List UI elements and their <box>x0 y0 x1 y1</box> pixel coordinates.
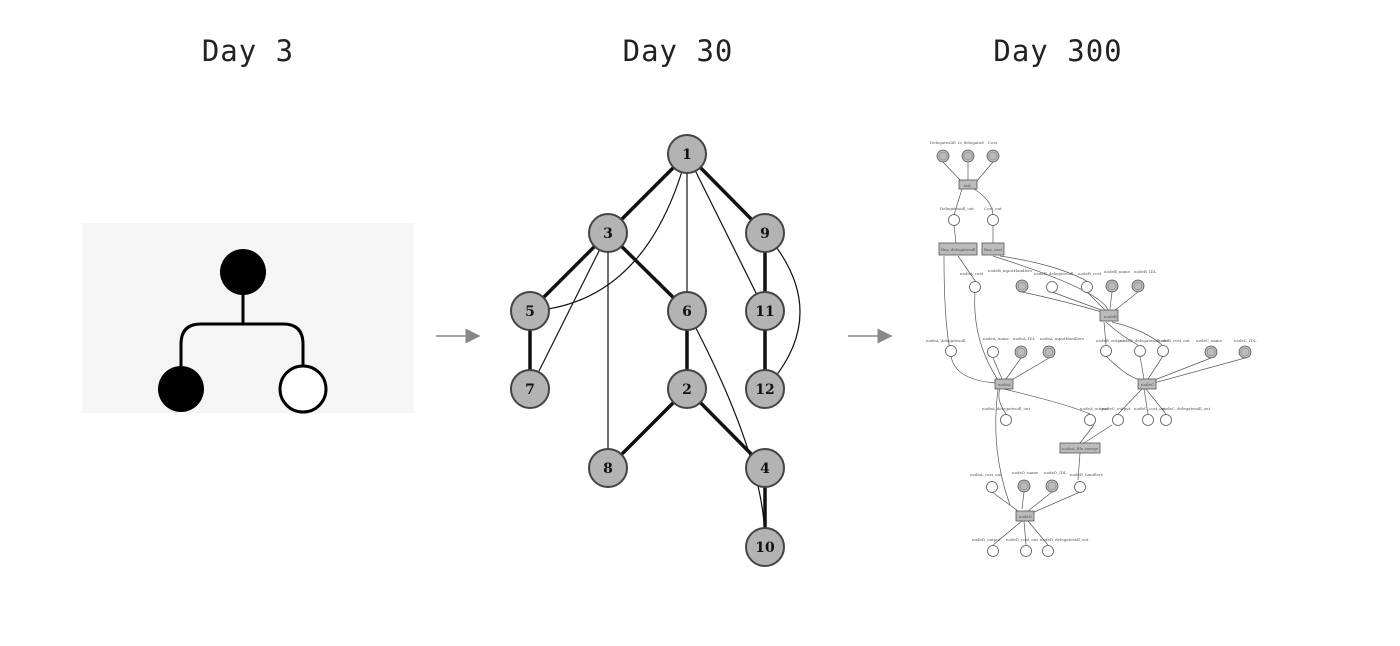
graph-node-label: 6 <box>682 304 692 320</box>
graph-node-8 <box>588 448 628 488</box>
net-label: nodeB_IDL <box>1134 269 1157 274</box>
graph-edge-9-12 <box>764 232 801 390</box>
day300-places <box>936 149 1252 557</box>
net-label: nodeD_handlers <box>1070 472 1103 477</box>
graph-node-label: 12 <box>755 382 774 398</box>
graph-node-label: 2 <box>682 382 692 398</box>
net-label: nodeC <box>1141 382 1154 387</box>
net-label: nodeC_output <box>1102 406 1131 411</box>
net-label: nodeA_cost <box>960 271 984 276</box>
net-label: Cost_out <box>984 206 1002 211</box>
graph-node-label: 4 <box>760 461 770 477</box>
net-label: nodeA_name <box>983 336 1010 341</box>
net-label: nodeD <box>1019 514 1032 519</box>
graph-node-7 <box>510 369 550 409</box>
net-label: nodeD_name <box>1012 470 1039 475</box>
day300-labels: DelegatesIdl Is_delegated Cost init Dele… <box>926 140 1257 542</box>
net-label: nodeC_IDL <box>1234 338 1257 343</box>
graph-node-10 <box>745 527 785 567</box>
net-label: nodeB_delegatesidl <box>1034 271 1074 276</box>
day3-edge-branch <box>179 322 305 366</box>
heading-day-3: Day 3 <box>201 34 295 68</box>
net-label: Buy_cost <box>984 247 1002 252</box>
day3-left-node <box>158 366 204 412</box>
heading-day-300: Day 300 <box>993 34 1123 68</box>
day3-root-node <box>220 249 266 295</box>
net-label: nodeB <box>1104 314 1117 319</box>
graph-edge-1-5 <box>529 153 688 312</box>
net-label: init <box>964 183 971 188</box>
graph-edge-1-11 <box>686 153 766 312</box>
net-label: nodeA_inputHandlers <box>1040 336 1084 341</box>
net-label: nodeD_delegatesidl_out <box>1040 537 1089 542</box>
graph-node-label: 10 <box>755 540 775 556</box>
net-label: nodeB_cost <box>1078 271 1102 276</box>
graph-node-11 <box>745 291 785 331</box>
graph-node-label: 7 <box>525 382 535 398</box>
net-label: nodeA_cost_out <box>970 472 1002 477</box>
graph-edge-3-7 <box>529 232 609 390</box>
heading-day-30: Day 30 <box>622 34 734 68</box>
net-label: nodeB_delegatesidl_out <box>1120 338 1169 343</box>
net-label: Delegatesidl_out <box>940 206 974 211</box>
net-label: nodeB_output <box>1096 338 1125 343</box>
graph-node-label: 11 <box>755 304 774 320</box>
graph-node-label: 9 <box>760 226 770 242</box>
graph-node-5 <box>510 291 550 331</box>
graph-node-6 <box>667 291 707 331</box>
net-label: nodeC_cost_out <box>1134 406 1166 411</box>
graph-node-4 <box>745 448 785 488</box>
net-label: nodeA_IDL <box>1013 336 1036 341</box>
net-label: nodeB_cost_out <box>1158 338 1190 343</box>
net-label: nodeD_IDL <box>1044 470 1067 475</box>
graph-node-1 <box>667 134 707 174</box>
net-label: nodeA_file_merge <box>1062 446 1099 451</box>
net-label: Buy_delegatesidl <box>941 247 976 252</box>
net-label: DelegatesIdl <box>930 140 956 145</box>
net-label: nodeA <box>998 382 1011 387</box>
net-label: Cost <box>988 140 998 145</box>
net-label: nodeA_output <box>1080 406 1109 411</box>
graph-node-9 <box>745 213 785 253</box>
graph-node-label: 5 <box>525 304 535 320</box>
graph-node-12 <box>745 369 785 409</box>
graph-node-label: 3 <box>603 226 613 242</box>
graph-node-label: 1 <box>682 147 692 163</box>
net-label: Is_delegated <box>958 140 984 145</box>
net-label: nodeC_delegatesidl_out <box>1162 406 1211 411</box>
day3-right-node <box>278 364 328 414</box>
graph-node-2 <box>667 369 707 409</box>
net-label: nodeC_name <box>1196 338 1223 343</box>
net-label: nodeA_delegatesidl <box>926 338 966 343</box>
net-label: nodeB_inputHandlers <box>988 268 1032 273</box>
graph-node-3 <box>588 213 628 253</box>
net-label: nodeA_delegatesidl_out <box>982 406 1030 411</box>
graph-node-label: 8 <box>603 461 613 477</box>
net-label: nodeD_output <box>972 537 1001 542</box>
day300-transitions <box>938 179 1157 522</box>
net-label: nodeB_name <box>1104 269 1131 274</box>
net-label: nodeD_cost_out <box>1006 537 1038 542</box>
day3-tree <box>82 223 414 414</box>
day30-edges <box>528 152 801 548</box>
